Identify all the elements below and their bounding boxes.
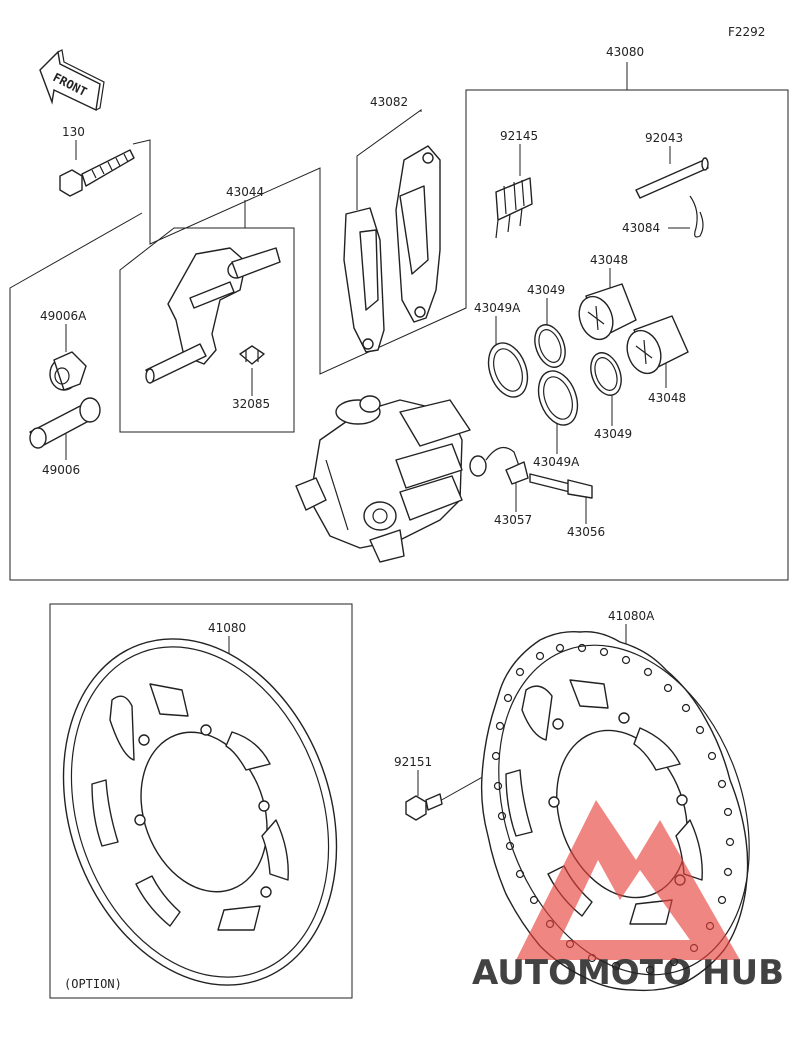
label-92151: 92151 <box>394 755 432 769</box>
label-43082: 43082 <box>370 95 408 109</box>
label-43048-bottom: 43048 <box>648 391 686 405</box>
label-43048-top: 43048 <box>590 253 628 267</box>
option-label: (OPTION) <box>64 977 122 991</box>
label-41080: 41080 <box>208 621 246 635</box>
leader-lines <box>65 109 690 803</box>
label-41080A: 41080A <box>608 609 655 623</box>
pin-49006 <box>29 397 101 449</box>
pistons-43048 <box>578 283 689 375</box>
label-92145: 92145 <box>500 129 538 143</box>
pin-92043 <box>635 157 709 199</box>
bracket-43044 <box>145 247 281 384</box>
bolt-130 <box>59 149 135 197</box>
label-43056: 43056 <box>567 525 605 539</box>
disc-41080 <box>62 638 338 986</box>
label-43057: 43057 <box>494 513 532 527</box>
label-43084: 43084 <box>622 221 660 235</box>
option-box: (OPTION) <box>49 603 353 999</box>
figure-code: F2292 <box>728 25 765 39</box>
seals-43049 <box>487 324 622 426</box>
clip-43084 <box>689 195 704 238</box>
label-43080: 43080 <box>606 45 644 59</box>
label-130: 130 <box>62 125 85 139</box>
watermark-text-hub: HUB <box>702 953 784 993</box>
bleeder-valve-43056 <box>529 473 593 499</box>
front-arrow-icon: FRONT <box>39 49 105 112</box>
label-43049-bottom: 43049 <box>594 427 632 441</box>
label-49006: 49006 <box>42 463 80 477</box>
label-43049-top: 43049 <box>527 283 565 297</box>
watermark-text-automoto: AUTOMOTO <box>472 953 692 993</box>
caliper-assembly-box <box>9 62 789 581</box>
bleeder-hose-43057 <box>469 446 529 485</box>
boot-49006A <box>49 351 87 391</box>
caliper-body <box>295 395 471 563</box>
label-49006A: 49006A <box>40 309 87 323</box>
label-43044: 43044 <box>226 185 264 199</box>
watermark-logo: AUTOMOTO HUB <box>472 800 784 993</box>
clip-32085 <box>239 345 265 365</box>
watermark-triangle-icon <box>516 800 740 960</box>
bracket-subbox <box>119 200 295 433</box>
label-92043: 92043 <box>645 131 683 145</box>
brake-pads-43082 <box>343 145 441 353</box>
bolt-92151 <box>405 793 443 821</box>
label-43049A-top: 43049A <box>474 301 521 315</box>
label-43049A-bottom: 43049A <box>533 455 580 469</box>
pad-spring-92145 <box>495 177 533 239</box>
label-32085: 32085 <box>232 397 270 411</box>
